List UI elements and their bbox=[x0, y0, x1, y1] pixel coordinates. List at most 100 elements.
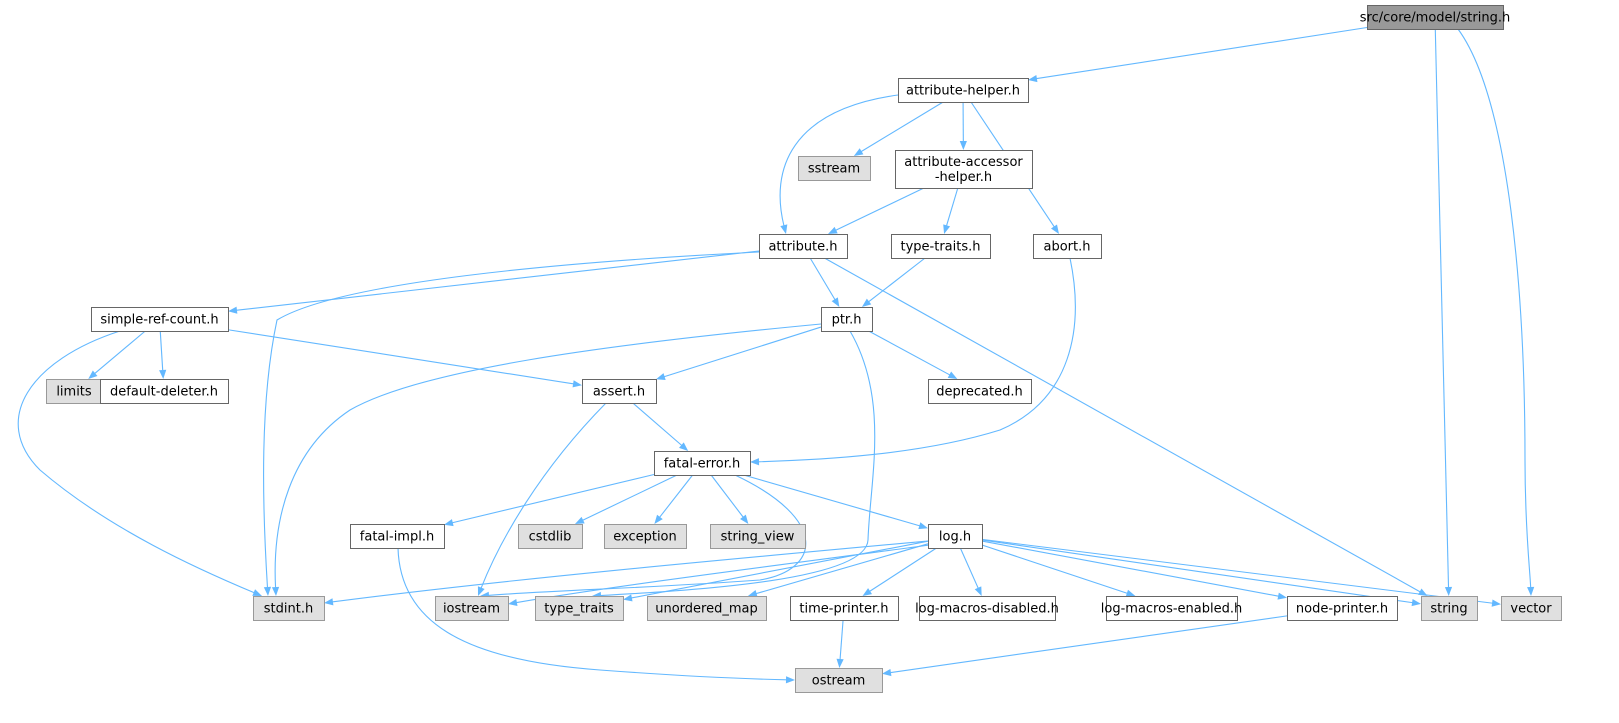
node-label: simple-ref-count.h bbox=[100, 313, 218, 328]
edge-log-to-time-printer bbox=[862, 547, 937, 596]
node-fatal-impl[interactable]: fatal-impl.h bbox=[350, 524, 445, 549]
edge-ptr-to-stdint bbox=[271, 323, 822, 596]
node-attribute-helper[interactable]: attribute-helper.h bbox=[898, 78, 1029, 103]
node-label: log.h bbox=[939, 530, 971, 545]
edge-fatal-impl-to-ostream bbox=[397, 547, 795, 684]
node-ostream: ostream bbox=[795, 668, 883, 693]
node-box bbox=[895, 150, 1033, 189]
edges-layer bbox=[17, 26, 1535, 684]
node-stdint: stdint.h bbox=[253, 596, 325, 621]
node-box bbox=[91, 307, 229, 332]
edge-log-to-unordered-map bbox=[747, 543, 929, 597]
node-label: fatal-impl.h bbox=[360, 530, 434, 545]
node-ptr[interactable]: ptr.h bbox=[821, 307, 873, 332]
node-log[interactable]: log.h bbox=[928, 524, 983, 549]
node-label: node-printer.h bbox=[1296, 602, 1388, 617]
edge-fatal-error-to-log bbox=[743, 474, 928, 530]
node-label: type-traits.h bbox=[901, 240, 981, 255]
node-box bbox=[350, 524, 445, 549]
edge-attribute-to-string bbox=[824, 257, 1428, 596]
node-label: attribute.h bbox=[768, 240, 837, 255]
node-box bbox=[647, 596, 767, 621]
node-box bbox=[100, 379, 229, 404]
node-box bbox=[710, 524, 806, 549]
edge-attribute-to-stdint bbox=[263, 251, 760, 596]
node-label: time-printer.h bbox=[799, 602, 888, 617]
node-box bbox=[1501, 596, 1562, 621]
node-type-traits: type_traits bbox=[535, 596, 624, 621]
node-label: unordered_map bbox=[655, 602, 758, 617]
edge-time-printer-to-ostream bbox=[836, 619, 844, 668]
node-box bbox=[891, 234, 991, 259]
node-label: log-macros-enabled.h bbox=[1101, 602, 1242, 617]
node-label: cstdlib bbox=[529, 530, 572, 545]
node-box bbox=[1421, 596, 1478, 621]
node-exception: exception bbox=[604, 524, 687, 549]
node-fatal-error[interactable]: fatal-error.h bbox=[654, 451, 751, 476]
edge-root-to-string bbox=[1434, 28, 1453, 596]
node-label: sstream bbox=[808, 162, 860, 177]
node-label: src/core/model/string.h bbox=[1360, 11, 1510, 26]
node-box bbox=[790, 596, 899, 621]
edge-log-to-stdint bbox=[324, 540, 929, 606]
nodes-layer: src/core/model/string.h attribute-helper.… bbox=[46, 5, 1562, 693]
node-string: string bbox=[1421, 596, 1478, 621]
node-deprecated[interactable]: deprecated.h bbox=[928, 379, 1032, 404]
node-label: iostream bbox=[443, 602, 500, 617]
edge-log-to-log-macros-enabled bbox=[981, 544, 1136, 597]
node-box bbox=[1033, 234, 1102, 259]
node-attribute[interactable]: attribute.h bbox=[759, 234, 848, 259]
edge-attribute-accessor-helper-to-type-traits-h bbox=[943, 187, 959, 234]
node-string-view: string_view bbox=[710, 524, 806, 549]
node-root[interactable]: src/core/model/string.h bbox=[1360, 5, 1510, 30]
edge-fatal-error-to-string-view bbox=[710, 474, 749, 524]
edge-simple-ref-count-to-stdint bbox=[17, 330, 262, 596]
edge-attribute-helper-to-attribute bbox=[779, 94, 899, 234]
edge-log-to-type-traits bbox=[623, 540, 929, 602]
edge-type-traits-h-to-ptr bbox=[861, 257, 926, 307]
node-log-macros-enabled[interactable]: log-macros-enabled.h bbox=[1101, 596, 1242, 621]
edge-assert-to-iostream bbox=[477, 402, 607, 596]
edge-attribute-to-ptr bbox=[809, 257, 840, 307]
edge-root-to-vector bbox=[1457, 28, 1535, 596]
node-box bbox=[435, 596, 509, 621]
edge-abort-to-fatal-error bbox=[750, 257, 1076, 466]
node-label: string_view bbox=[721, 530, 795, 545]
node-label: -helper.h bbox=[935, 170, 992, 185]
node-node-printer[interactable]: node-printer.h bbox=[1287, 596, 1398, 621]
node-box bbox=[795, 668, 883, 693]
edge-log-to-string bbox=[981, 539, 1421, 607]
node-box bbox=[928, 379, 1032, 404]
node-box bbox=[1106, 596, 1238, 621]
node-simple-ref-count[interactable]: simple-ref-count.h bbox=[91, 307, 229, 332]
node-sstream: sstream bbox=[798, 156, 871, 181]
node-box bbox=[535, 596, 624, 621]
node-label: fatal-error.h bbox=[664, 457, 741, 472]
node-assert[interactable]: assert.h bbox=[582, 379, 657, 404]
node-box bbox=[919, 596, 1056, 621]
node-iostream: iostream bbox=[435, 596, 509, 621]
node-unordered-map: unordered_map bbox=[647, 596, 767, 621]
node-abort[interactable]: abort.h bbox=[1033, 234, 1102, 259]
edge-log-to-log-macros-disabled bbox=[959, 547, 982, 596]
edge-fatal-error-to-cstdlib bbox=[574, 474, 678, 524]
node-type-traits-h[interactable]: type-traits.h bbox=[891, 234, 991, 259]
node-box bbox=[1287, 596, 1398, 621]
edge-attribute-helper-to-sstream bbox=[853, 101, 944, 156]
node-label: log-macros-disabled.h bbox=[915, 602, 1059, 617]
edge-log-to-iostream bbox=[508, 544, 931, 607]
node-label: assert.h bbox=[593, 385, 645, 400]
node-box bbox=[798, 156, 871, 181]
node-default-deleter[interactable]: default-deleter.h bbox=[100, 379, 229, 404]
edge-log-to-vector bbox=[981, 538, 1501, 607]
node-log-macros-disabled[interactable]: log-macros-disabled.h bbox=[915, 596, 1059, 621]
node-attribute-accessor-helper[interactable]: attribute-accessor-helper.h bbox=[895, 150, 1033, 189]
node-label: type_traits bbox=[544, 602, 614, 617]
edge-ptr-to-assert bbox=[656, 326, 822, 381]
node-limits: limits bbox=[46, 379, 103, 404]
node-vector: vector bbox=[1501, 596, 1562, 621]
node-label: vector bbox=[1510, 602, 1552, 617]
edge-fatal-error-to-fatal-impl bbox=[444, 473, 655, 527]
node-time-printer[interactable]: time-printer.h bbox=[790, 596, 899, 621]
